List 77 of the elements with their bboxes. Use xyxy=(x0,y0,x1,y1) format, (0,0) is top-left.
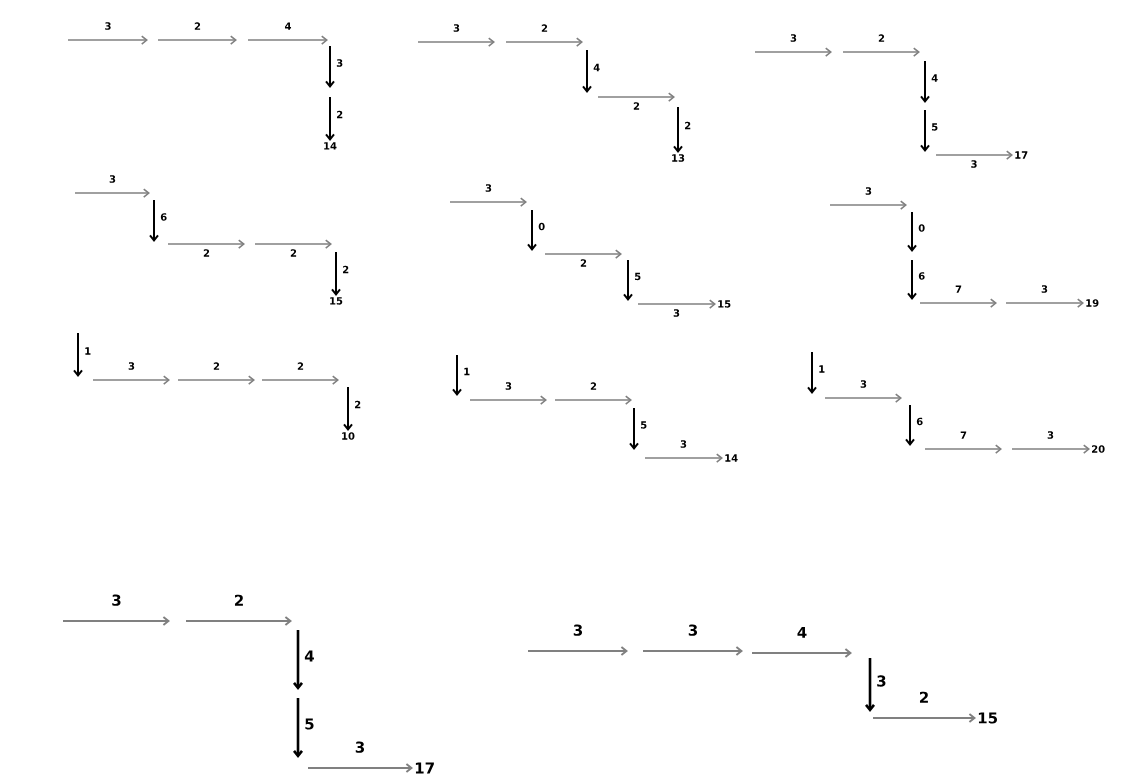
arrow xyxy=(331,251,341,296)
step-number: 4 xyxy=(931,74,938,82)
step-number: 3 xyxy=(1041,285,1048,293)
step-number: 3 xyxy=(673,309,680,317)
step-number: 2 xyxy=(297,362,304,370)
total-label: 10 xyxy=(342,432,355,440)
step-number: 3 xyxy=(790,34,797,42)
step-number: 3 xyxy=(128,362,135,370)
step-number: 6 xyxy=(160,213,167,221)
step-number: 7 xyxy=(960,431,967,439)
total-label: 17 xyxy=(415,762,434,774)
step-number: 2 xyxy=(355,400,361,409)
step-number: 3 xyxy=(573,624,583,636)
total-label: 15 xyxy=(978,712,998,724)
step-number: 6 xyxy=(916,417,923,426)
step-number: 1 xyxy=(464,367,470,376)
step-number: 3 xyxy=(877,675,886,687)
total-label: 19 xyxy=(1086,299,1099,307)
step-number: 2 xyxy=(343,265,349,274)
step-number: 0 xyxy=(918,224,925,232)
step-number: 3 xyxy=(865,187,872,195)
arrow xyxy=(1011,444,1090,454)
step-number: 2 xyxy=(213,362,220,370)
total-label: 20 xyxy=(1092,445,1105,453)
total-label: 14 xyxy=(725,454,738,462)
step-number: 2 xyxy=(633,102,640,110)
step-number: 5 xyxy=(635,272,641,281)
arrow xyxy=(644,453,723,463)
arrow xyxy=(935,150,1013,160)
total-label: 15 xyxy=(718,300,731,308)
step-number: 2 xyxy=(590,382,597,390)
step-number: 3 xyxy=(505,382,512,390)
step-number: 2 xyxy=(920,691,928,703)
step-number: 3 xyxy=(971,160,977,168)
step-number: 5 xyxy=(641,421,647,429)
step-number: 7 xyxy=(955,285,962,293)
step-number: 2 xyxy=(878,34,885,42)
total-label: 14 xyxy=(324,142,337,150)
step-number: 3 xyxy=(109,175,116,183)
step-number: 2 xyxy=(541,24,548,32)
step-number: 3 xyxy=(112,594,121,606)
step-number: 2 xyxy=(580,259,587,267)
step-number: 5 xyxy=(305,718,314,730)
arrow xyxy=(673,106,683,153)
arrow xyxy=(637,299,716,309)
step-number: 2 xyxy=(203,249,210,257)
step-number: 3 xyxy=(688,624,698,636)
arrow xyxy=(1005,298,1084,308)
arrow xyxy=(325,96,335,141)
step-number: 1 xyxy=(819,365,825,373)
step-number: 1 xyxy=(85,347,91,355)
total-label: 13 xyxy=(672,154,685,162)
step-number: 0 xyxy=(538,222,545,231)
total-label: 17 xyxy=(1015,151,1028,159)
step-number: 6 xyxy=(918,272,925,280)
step-number: 4 xyxy=(304,650,314,662)
step-number: 2 xyxy=(194,22,201,30)
step-number: 2 xyxy=(685,121,691,130)
step-number: 3 xyxy=(1047,431,1054,439)
step-number: 3 xyxy=(860,380,867,388)
arrow xyxy=(343,386,353,431)
step-number: 3 xyxy=(485,184,492,192)
step-number: 3 xyxy=(355,741,365,753)
step-number: 5 xyxy=(932,123,938,131)
total-label: 15 xyxy=(330,297,343,305)
step-number: 3 xyxy=(453,24,460,32)
arrow xyxy=(872,713,976,723)
step-number: 2 xyxy=(235,594,243,606)
step-number: 4 xyxy=(797,626,807,638)
arrow xyxy=(307,763,413,773)
step-number: 4 xyxy=(593,63,600,72)
step-number: 3 xyxy=(336,59,343,67)
step-number: 3 xyxy=(105,22,111,30)
step-number: 2 xyxy=(337,110,343,119)
step-number: 4 xyxy=(285,22,292,30)
step-number: 2 xyxy=(290,249,297,257)
step-number: 3 xyxy=(680,440,687,448)
